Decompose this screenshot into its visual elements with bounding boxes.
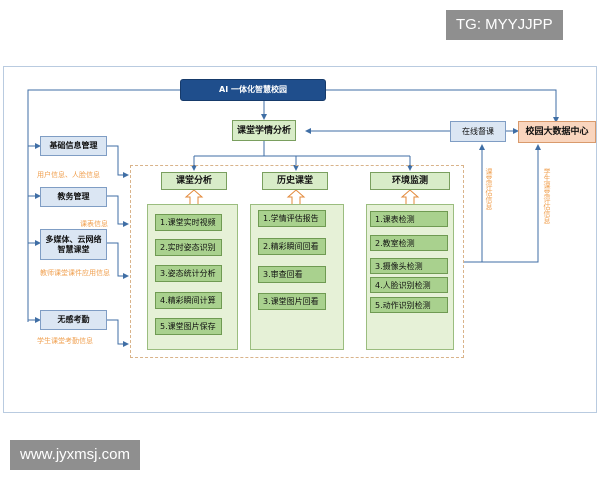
list-item: 1.学情评估报告	[258, 210, 326, 227]
list-item: 3.课堂图片回看	[258, 293, 326, 310]
tg-watermark: TG: MYYJJPP	[446, 10, 563, 40]
list-item: 2.教室检测	[370, 235, 448, 251]
top-title: AI 一体化智慧校园	[219, 85, 287, 94]
list-item: 1.课表检测	[370, 211, 448, 227]
attendance-label: 无感考勤	[57, 315, 90, 324]
multimedia-box: 多媒体、云网络 智慧课堂	[40, 229, 107, 260]
list-item: 3.姿态统计分析	[155, 265, 222, 282]
list-item: 2.精彩瞬间回看	[258, 238, 326, 255]
list-item: 4.精彩瞬间计算	[155, 292, 222, 309]
basic-info-label: 基础信息管理	[49, 141, 98, 150]
center-title-box: 课堂学情分析	[232, 120, 296, 141]
basic-info-flow-label: 用户信息、人脸信息	[37, 171, 100, 179]
list-item: 3.摄像头检测	[370, 258, 448, 274]
student-eval-vertical-label: 学生课堂评估信息	[543, 168, 551, 224]
column-title-box: 历史课堂	[262, 172, 328, 190]
list-item: 4.人脸识别检测	[370, 277, 448, 293]
column-title: 环境监测	[391, 176, 428, 186]
online-supervision-label: 在线督课	[462, 126, 494, 136]
column-title: 历史课堂	[276, 176, 313, 186]
attendance-flow-label: 学生课堂考勤信息	[37, 337, 93, 345]
column-title-box: 课堂分析	[161, 172, 227, 190]
basic-info-box: 基础信息管理	[40, 136, 107, 156]
list-item: 3.审查回看	[258, 266, 326, 283]
bigdata-center-label: 校园大数据中心	[525, 127, 589, 137]
list-item: 2.实时姿态识别	[155, 239, 222, 256]
column-title: 课堂分析	[175, 176, 212, 186]
multimedia-flow-label: 教师课堂课件应用信息	[40, 269, 110, 277]
list-item: 1.课堂实时视频	[155, 214, 222, 231]
edu-admin-flow-label: 课表信息	[80, 220, 108, 228]
center-title: 课堂学情分析	[236, 125, 291, 136]
analysis-dashed-region	[130, 165, 464, 358]
site-watermark: www.jyxmsj.com	[10, 440, 141, 470]
column-title-box: 环境监测	[370, 172, 450, 190]
edu-admin-label: 教务管理	[57, 192, 90, 201]
eval-info-vertical-label: 课堂评估信息	[485, 168, 493, 210]
top-title-box: AI 一体化智慧校园	[180, 79, 326, 101]
multimedia-label-line1: 多媒体、云网络	[45, 234, 102, 244]
attendance-box: 无感考勤	[40, 310, 107, 330]
bigdata-center-box: 校园大数据中心	[518, 121, 596, 143]
online-supervision-box: 在线督课	[450, 121, 506, 142]
multimedia-label-line2: 智慧课堂	[57, 244, 90, 254]
edu-admin-box: 教务管理	[40, 187, 107, 207]
list-item: 5.课堂图片保存	[155, 318, 222, 335]
list-item: 5.动作识别检测	[370, 297, 448, 313]
